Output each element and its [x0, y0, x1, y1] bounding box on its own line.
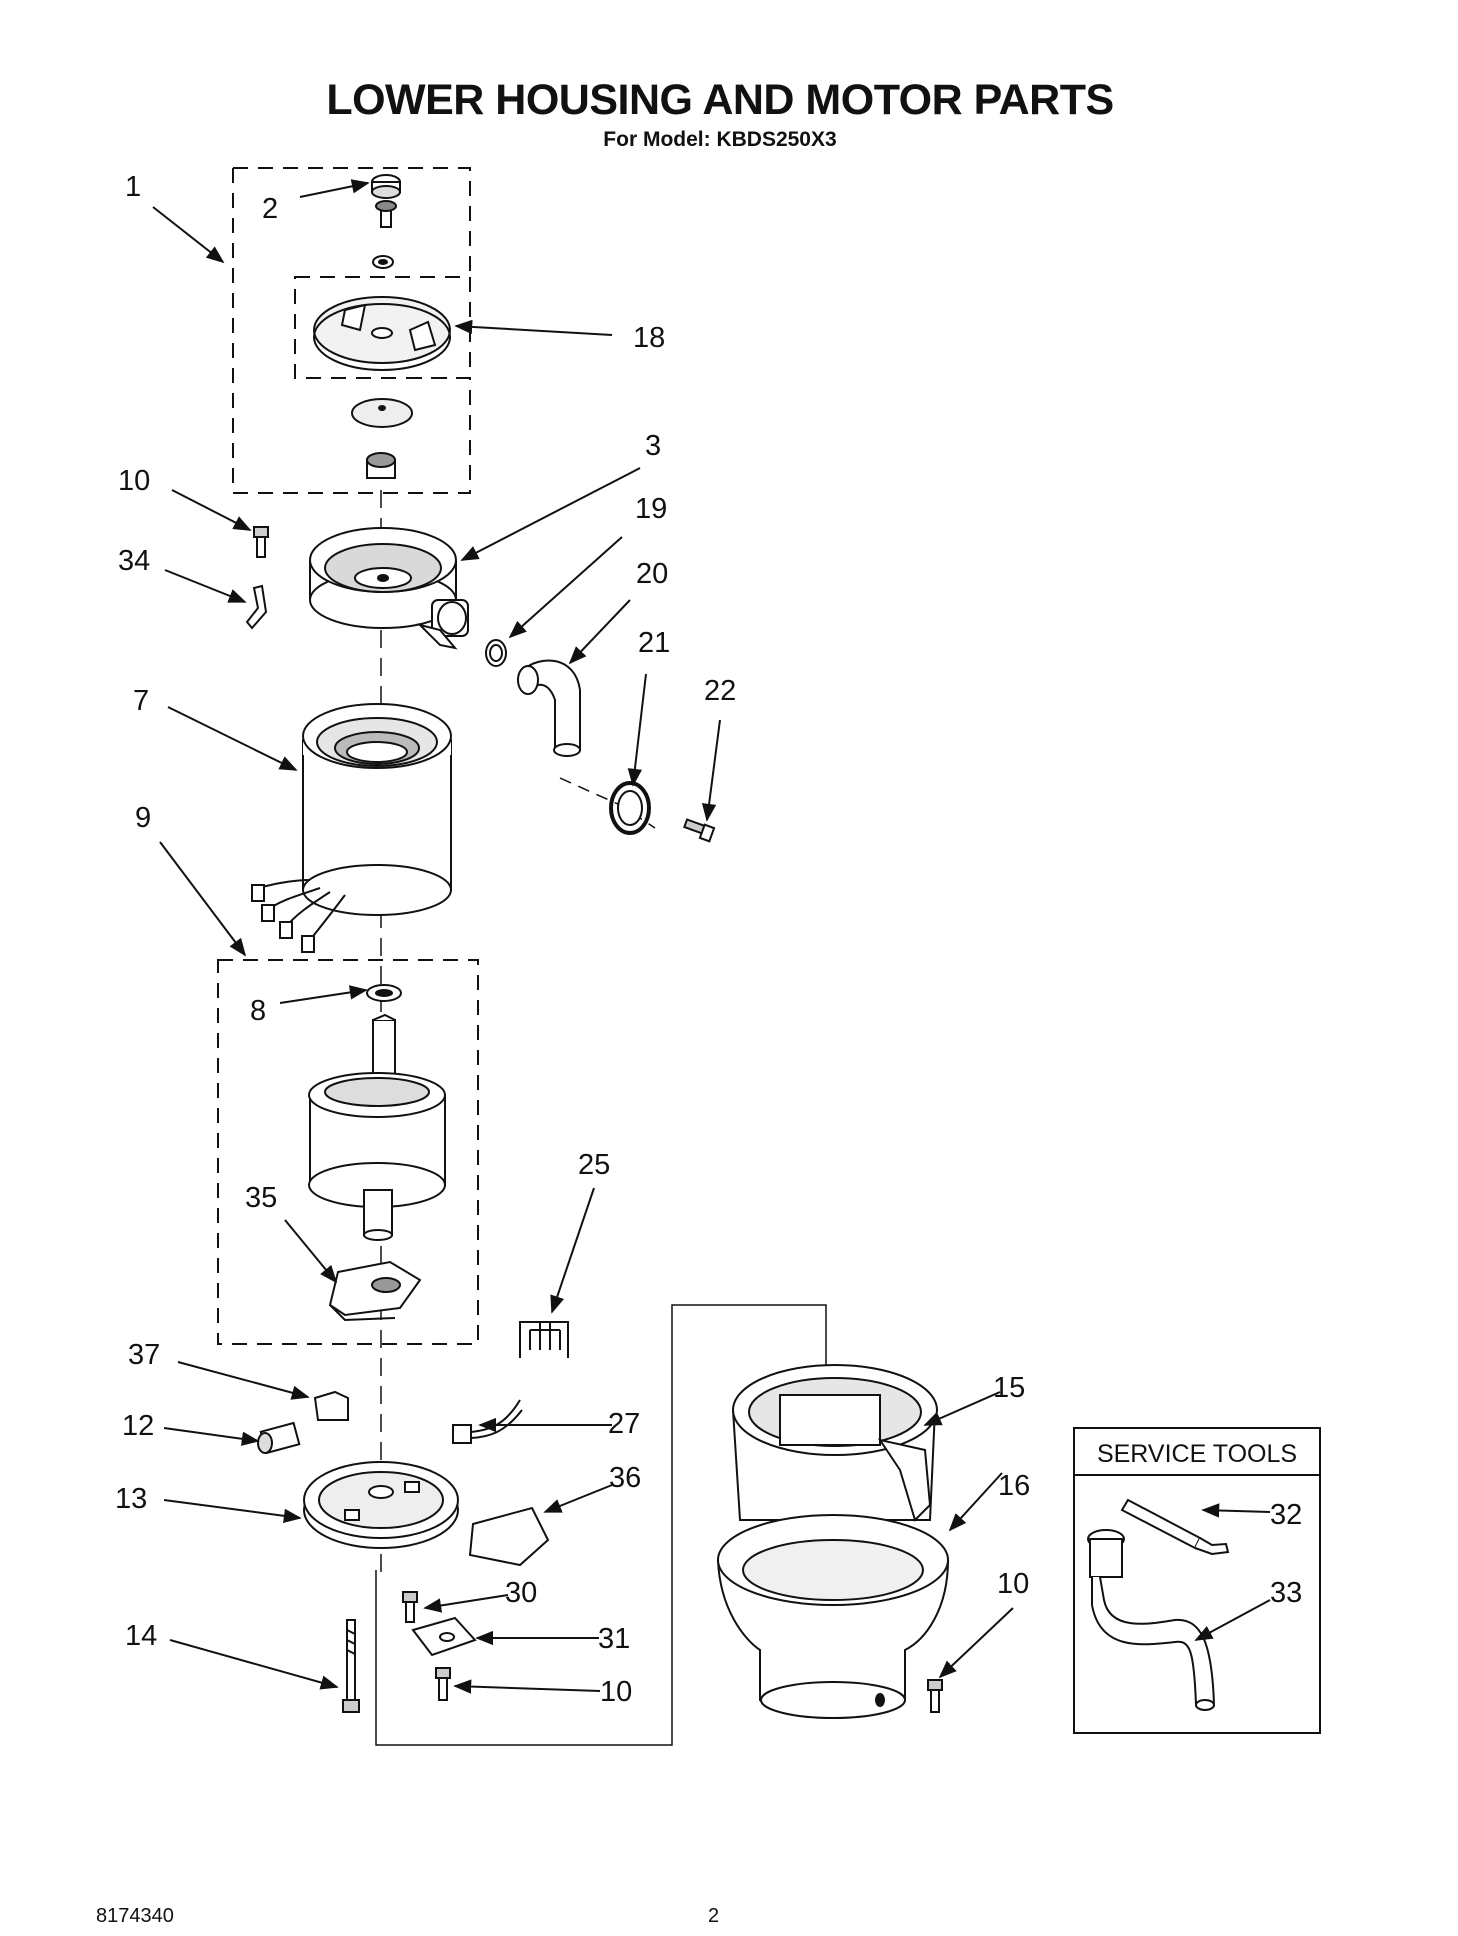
label-part-18: 18: [633, 322, 665, 354]
label-part-21: 21: [638, 627, 670, 659]
label-part-9: 9: [135, 802, 151, 834]
label-part-27: 27: [608, 1408, 640, 1440]
label-part-12: 12: [122, 1410, 154, 1442]
label-part-25: 25: [578, 1149, 610, 1181]
part-32-wrench-tool: [1120, 1498, 1230, 1556]
group-9-outline: [217, 959, 479, 1345]
part-12-capacitor: [257, 1421, 301, 1455]
label-part-3: 3: [645, 430, 661, 462]
label-part-15: 15: [993, 1372, 1025, 1404]
part-16-housing-base: [717, 1514, 949, 1719]
label-part-33: 33: [1270, 1577, 1302, 1609]
part-10-screw-upper: [253, 526, 269, 558]
label-part-36: 36: [609, 1462, 641, 1494]
model-subtitle: For Model: KBDS250X3: [603, 128, 837, 151]
part-3-upper-housing: [309, 527, 469, 650]
label-part-13: 13: [115, 1483, 147, 1515]
bushing: [366, 452, 396, 479]
part-19-ring: [485, 639, 507, 667]
label-part-1: 1: [125, 171, 141, 203]
part-10-screw-right: [927, 1679, 943, 1713]
seal-disc: [351, 398, 413, 428]
wiring-connector-line: [375, 1304, 827, 1746]
document-number: 8174340: [96, 1905, 174, 1927]
part-30-screw: [402, 1591, 418, 1623]
part-10-screw-lower: [435, 1667, 451, 1701]
label-part-7: 7: [133, 685, 149, 717]
label-part-16: 16: [998, 1470, 1030, 1502]
part-36-shield: [468, 1506, 550, 1567]
label-part-2: 2: [262, 193, 278, 225]
label-part-31: 31: [598, 1623, 630, 1655]
label-part-30: 30: [505, 1577, 537, 1609]
part-7-stator: [302, 703, 452, 916]
part-20-elbow-hose: [517, 659, 581, 757]
part-37-bracket: [313, 1390, 349, 1421]
part-8-washer: [366, 984, 402, 1002]
part-35-plate: [328, 1260, 422, 1322]
label-part-22: 22: [704, 675, 736, 707]
label-part-8: 8: [250, 995, 266, 1027]
label-part-10-upper: 10: [118, 465, 150, 497]
label-part-19: 19: [635, 493, 667, 525]
part-15-lower-housing: [732, 1364, 938, 1522]
page-number: 2: [708, 1905, 720, 1927]
rotor: [308, 1013, 446, 1241]
service-tools-box: [1073, 1427, 1321, 1734]
label-part-34: 34: [118, 545, 150, 577]
stator-wires: [251, 879, 346, 953]
label-part-35: 35: [245, 1182, 277, 1214]
service-tools-title: SERVICE TOOLS: [1097, 1440, 1297, 1468]
part-2-cap: [371, 174, 401, 269]
part-13-end-bell: [303, 1461, 459, 1549]
part-14-bolt: [342, 1619, 360, 1713]
part-34-clip: [245, 584, 268, 630]
page-title: LOWER HOUSING AND MOTOR PARTS: [326, 76, 1114, 124]
group-1-outline: [232, 167, 471, 494]
part-18-plate: [313, 296, 451, 371]
part-27-switch: [452, 1399, 523, 1444]
label-part-20: 20: [636, 558, 668, 590]
label-part-32: 32: [1270, 1499, 1302, 1531]
part-31-bracket: [411, 1616, 477, 1657]
part-21-clamp: [609, 781, 651, 835]
label-part-14: 14: [125, 1620, 157, 1652]
part-33-hose-tool: [1087, 1529, 1216, 1711]
part-22-screw: [683, 818, 716, 843]
label-part-10-lower: 10: [600, 1676, 632, 1708]
label-part-10-right: 10: [997, 1568, 1029, 1600]
label-part-37: 37: [128, 1339, 160, 1371]
part-25-clip: [519, 1321, 569, 1358]
